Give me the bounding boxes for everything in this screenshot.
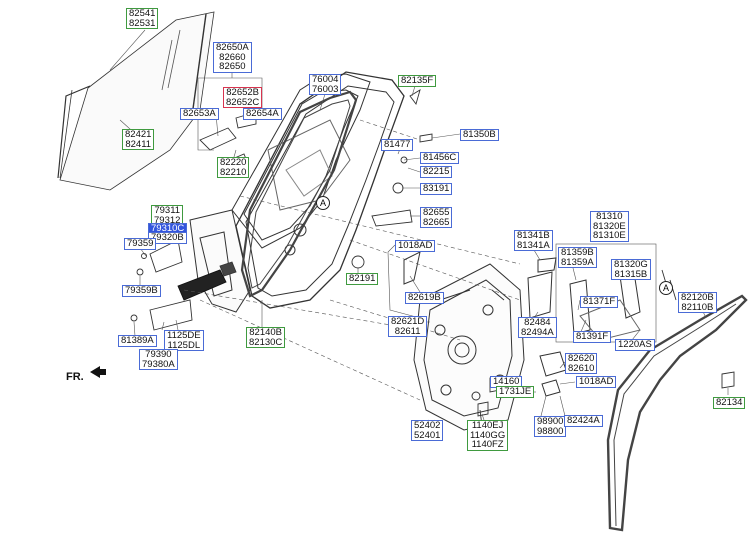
front-direction-label: FR.: [66, 371, 84, 383]
part-label[interactable]: 82424A: [564, 415, 603, 427]
weatherstrip-body: [606, 294, 748, 532]
reference-circle-a-left: A: [316, 196, 330, 210]
part-label[interactable]: 81477: [381, 139, 414, 151]
front-arrow-icon: [90, 366, 106, 378]
part-label[interactable]: 1731JE: [496, 386, 535, 398]
part-label[interactable]: 82134: [713, 397, 746, 409]
part-label[interactable]: 81391F: [573, 331, 612, 343]
part-label[interactable]: 82191: [346, 273, 379, 285]
reference-circle-a-right: A: [659, 281, 673, 295]
part-label[interactable]: 81389A: [118, 335, 157, 347]
door-module-panel: [413, 263, 525, 431]
part-label[interactable]: 1220AS: [615, 339, 655, 351]
part-label[interactable]: 83191: [420, 183, 453, 195]
part-label[interactable]: 82653A: [180, 108, 219, 120]
part-label[interactable]: 81456C: [420, 152, 460, 164]
part-label[interactable]: 82654A: [243, 108, 282, 120]
part-label[interactable]: 79359B: [122, 285, 161, 297]
part-label[interactable]: 1018AD: [576, 376, 617, 388]
part-label[interactable]: 82619B: [405, 292, 444, 304]
part-label[interactable]: 79359: [124, 238, 157, 250]
part-label[interactable]: 79320B: [148, 232, 187, 244]
weatherstrip-door: [240, 90, 358, 298]
part-label[interactable]: 81350B: [460, 129, 499, 141]
door-glass: [57, 11, 215, 191]
part-label[interactable]: 81371F: [580, 296, 619, 308]
part-label[interactable]: 1018AD: [395, 240, 436, 252]
part-label[interactable]: 82135F: [398, 75, 437, 87]
part-label[interactable]: 82215: [420, 166, 453, 178]
